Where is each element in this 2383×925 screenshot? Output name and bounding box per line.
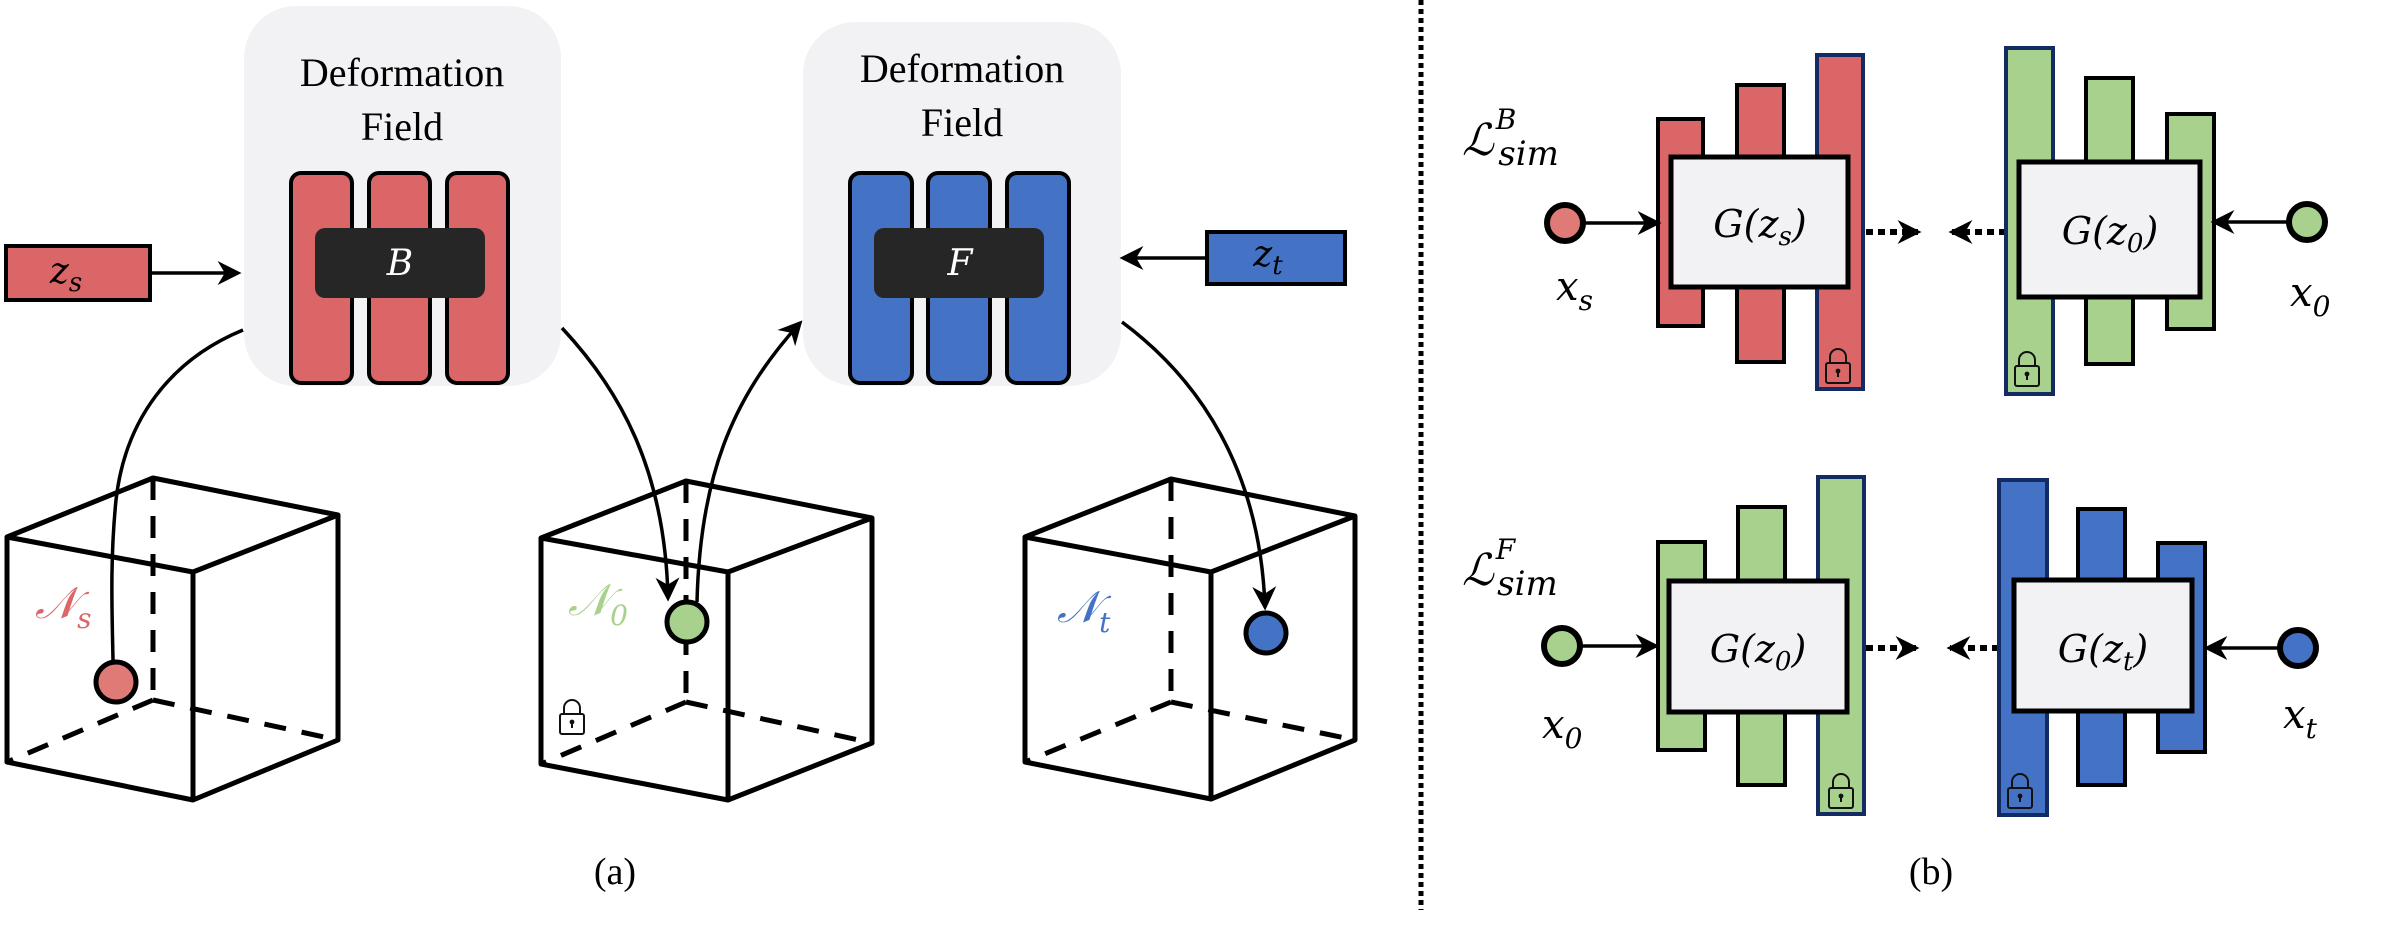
space-cube-source	[4, 475, 341, 803]
caption-a: (a)	[594, 851, 636, 893]
flow-curve-backward-to-canonical	[560, 326, 680, 602]
generator-box	[1668, 154, 1851, 290]
field-title-line2: Field	[361, 104, 443, 149]
cube-visible-edges	[1022, 476, 1358, 802]
input-label: xt	[2283, 692, 2318, 745]
input-label: x0	[1542, 702, 1582, 755]
lock-icon	[559, 699, 585, 735]
field-title-line2: Field	[921, 100, 1003, 145]
space-label-source: 𝒩s	[35, 578, 92, 635]
flow-curve-canonical-to-forward	[695, 320, 803, 603]
generator-box	[2011, 577, 2195, 714]
cube-hidden-edges	[1024, 479, 1356, 765]
cube-visible-edges	[4, 475, 341, 803]
generator-label: G(zt)	[2058, 627, 2149, 677]
input-point	[2277, 627, 2319, 669]
point-source	[93, 659, 139, 705]
input-point	[1544, 202, 1586, 244]
generator-label: G(zs)	[1713, 202, 1806, 252]
space-cube-target	[1022, 476, 1358, 802]
space-label-target: 𝒩t	[1057, 582, 1112, 639]
field-title-line1: Deformation	[300, 50, 504, 95]
cube-visible-edges	[538, 478, 875, 803]
latent-code-zt: zt	[1119, 230, 1347, 286]
latent-box	[4, 244, 152, 302]
space-cube-canonical	[538, 478, 875, 803]
flow-curve-source-to-backward	[110, 328, 244, 661]
input-label: x0	[2290, 270, 2330, 323]
generator-box	[1666, 578, 1850, 715]
generator-label: G(z0)	[1710, 627, 1807, 677]
flow-curve-forward-to-target	[1120, 320, 1277, 611]
caption-b: (b)	[1909, 851, 1953, 893]
point-canonical	[664, 599, 710, 645]
point-target	[1243, 610, 1289, 656]
field-title-line1: Deformation	[860, 46, 1064, 91]
network-label-box	[315, 228, 485, 298]
cube-hidden-edges	[6, 478, 339, 765]
input-point	[2286, 201, 2328, 243]
latent-subscript: s	[69, 268, 82, 298]
network-label: F	[947, 243, 975, 284]
latent-label: zs	[49, 251, 82, 298]
latent-label: zt	[1252, 234, 1283, 281]
input-point	[1541, 625, 1583, 667]
generator-label: G(z0)	[2062, 209, 2159, 259]
latent-code-zs: zs	[4, 244, 242, 302]
space-label-canonical: 𝒩0	[568, 575, 628, 632]
panel-a: Deformation Field B zs Deformation Field…	[4, 6, 1358, 893]
input-label: xs	[1556, 264, 1593, 317]
backward-deformation-field: Deformation Field B	[244, 6, 561, 386]
network-label-box	[874, 228, 1044, 298]
latent-subscript: t	[1272, 251, 1283, 281]
generator-box	[2016, 159, 2203, 300]
network-label: B	[386, 243, 413, 284]
cube-hidden-edges	[540, 481, 873, 767]
forward-deformation-field: Deformation Field F	[803, 22, 1121, 386]
